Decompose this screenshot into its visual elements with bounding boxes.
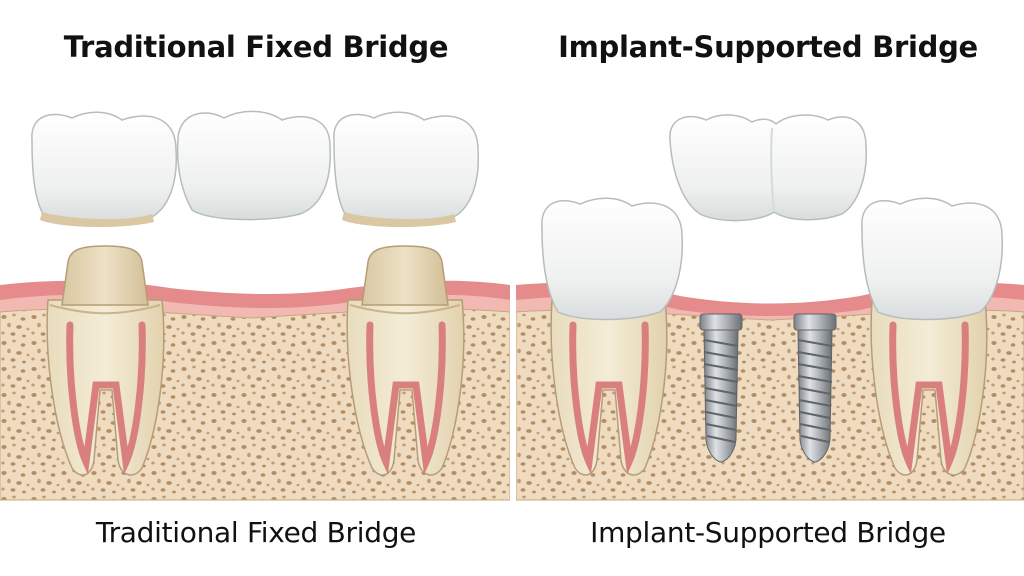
dental-implant-1 <box>699 313 743 463</box>
left-panel <box>0 110 510 501</box>
left-abutment-tooth-1 <box>46 245 165 476</box>
left-panel-label: Traditional Fixed Bridge <box>95 516 417 549</box>
left-bridge-crowns <box>31 110 480 228</box>
right-panel <box>516 114 1024 501</box>
right-panel-title: Implant-Supported Bridge <box>558 30 978 64</box>
left-abutment-tooth-2 <box>346 245 465 476</box>
dental-implant-2 <box>793 313 837 463</box>
left-panel-title: Traditional Fixed Bridge <box>63 30 449 64</box>
right-natural-tooth-1 <box>541 197 683 476</box>
panel-divider <box>511 280 515 500</box>
implant-bridge-crowns <box>669 114 867 222</box>
right-panel-label: Implant-Supported Bridge <box>590 516 946 549</box>
right-natural-tooth-2 <box>861 197 1003 476</box>
